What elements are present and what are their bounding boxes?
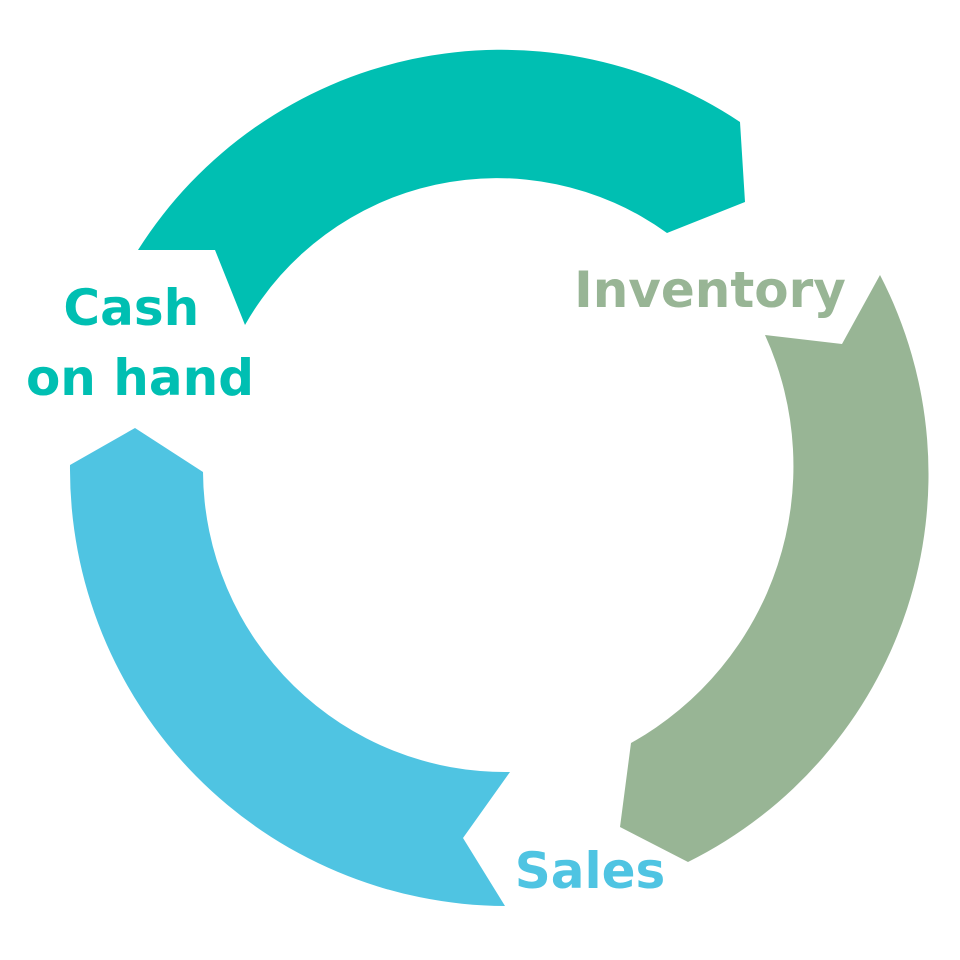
inventory-label-line-1: Inventory — [574, 261, 846, 319]
cash-on-hand-label: Cash on hand — [26, 279, 254, 407]
cash-label-line-2: on hand — [26, 349, 254, 407]
cash-label-line-1: Cash — [63, 279, 199, 337]
sales-label-line-1: Sales — [515, 842, 666, 900]
sales-to-cash-arrow — [69, 428, 511, 906]
sales-label: Sales — [515, 842, 666, 900]
inventory-label: Inventory — [574, 261, 846, 319]
cash-to-inventory-arrow — [138, 49, 745, 325]
inventory-to-sales-arrow — [620, 275, 929, 862]
